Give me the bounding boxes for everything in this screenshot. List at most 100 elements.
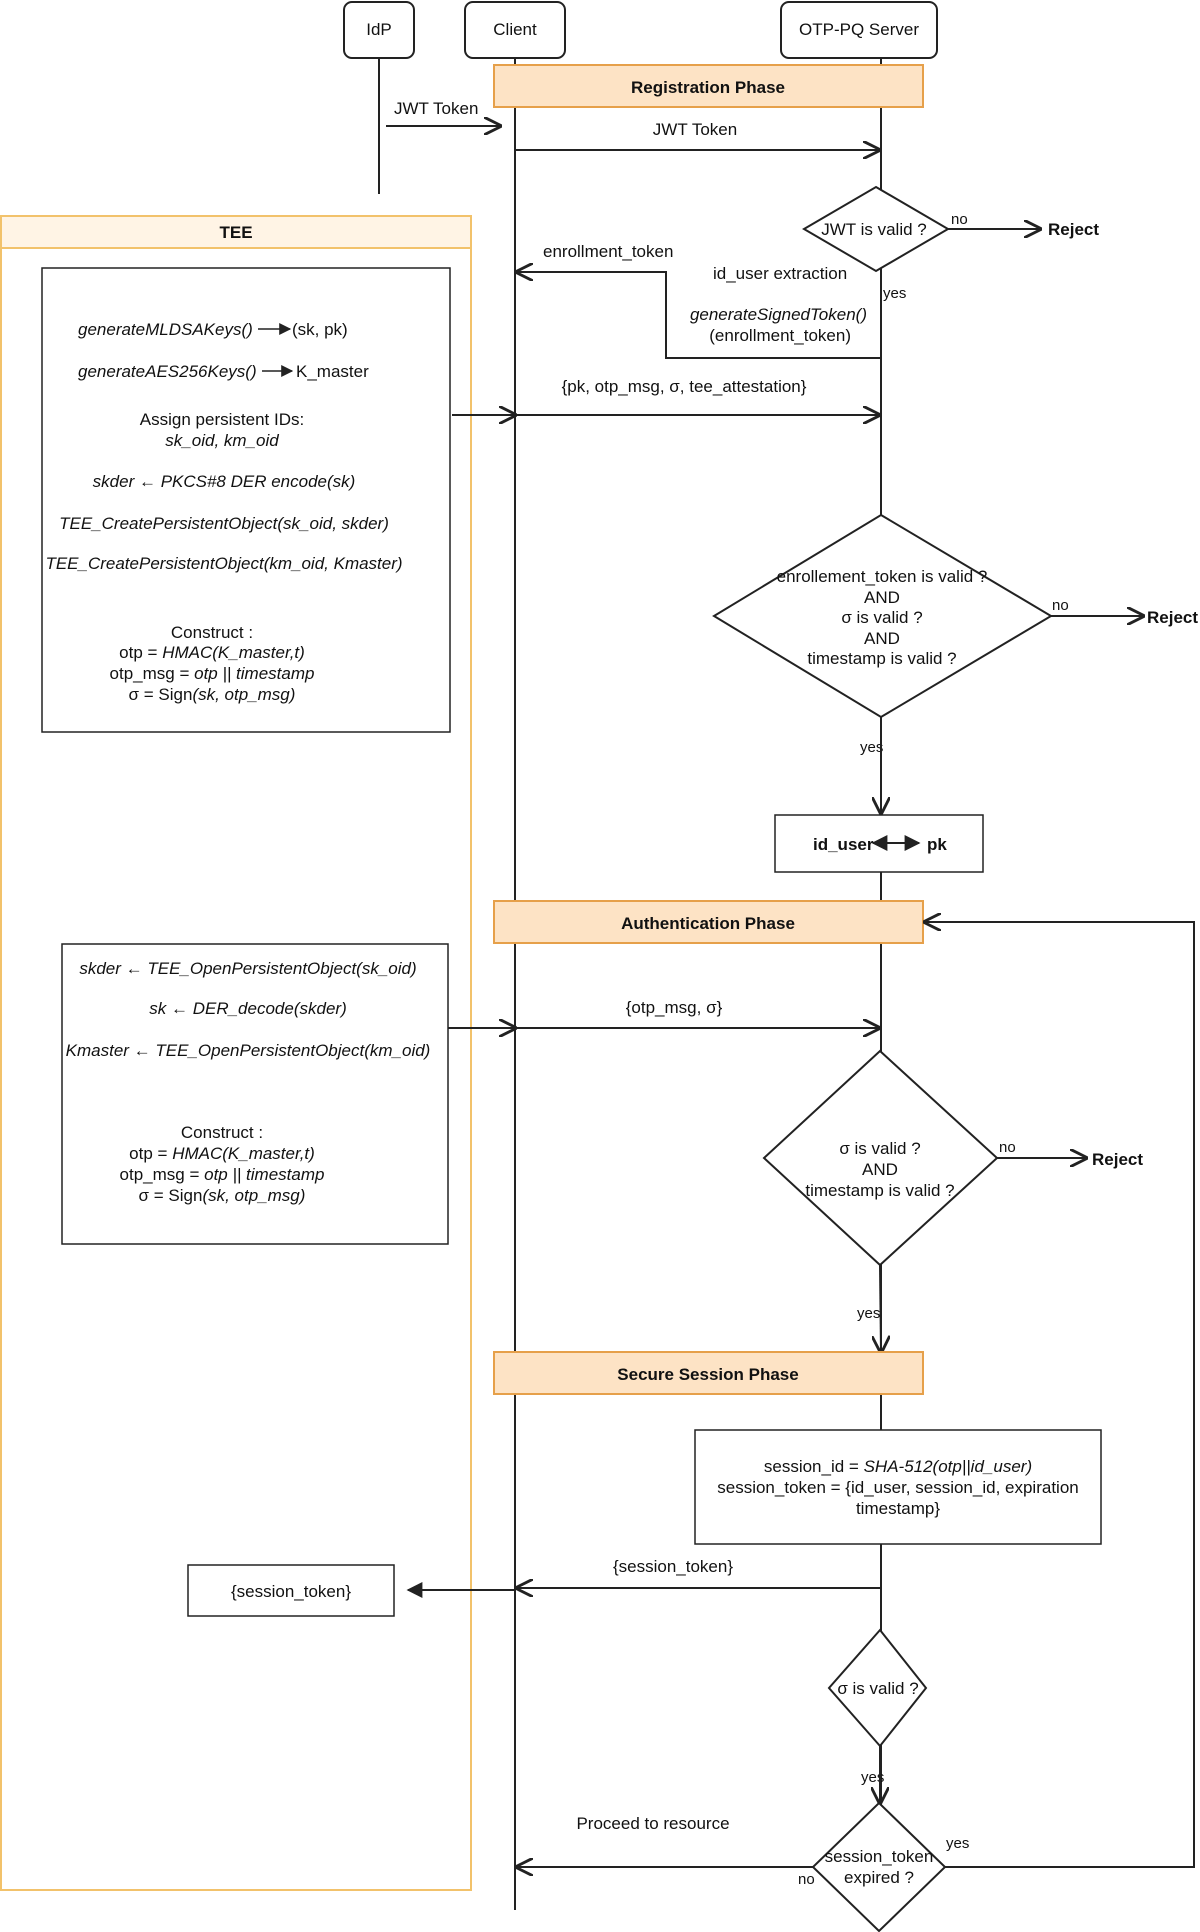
reg-check-line-3: σ is valid ? [841,608,922,627]
ids-label: sk_oid, km_oid [165,431,279,450]
auth-payload-label: {otp_msg, σ} [626,998,723,1017]
svg-text:otp = HMAC(K_master,t): otp = HMAC(K_master,t) [129,1144,315,1163]
enrollment-label: enrollment_token [543,242,673,261]
auth-yes-arrow [880,1264,881,1352]
svg-text:otp_msg = otp || timestamp: otp_msg = otp || timestamp [120,1165,325,1184]
session-expired-decision: session_token expired ? [811,1801,947,1932]
actor-client: Client [464,1,566,59]
sigma-valid-text: σ is valid ? [837,1679,918,1698]
session-id-expr: SHA-512(otp||id_user) [864,1457,1033,1476]
authentication-phase-bar: Authentication Phase [493,900,924,944]
auth-construct-label: Construct : [181,1123,263,1142]
auth-otpmsg-expr: otp || timestamp [204,1165,324,1184]
tee-title: TEE [219,223,252,242]
reg-check-line-2: AND [864,588,900,607]
jwt-valid-text: JWT is valid ? [821,220,927,239]
auth-check-line-2: AND [862,1160,898,1179]
id-user-pk-mapping-box: id_user pk [774,814,984,873]
skder-encode-label: skder ← PKCS#8 DER encode(sk) [93,472,356,491]
jwt-valid-decision: JWT is valid ? [802,185,950,273]
registration-phase-bar: Registration Phase [493,64,924,108]
reauth-loop-arrow [925,922,1195,1868]
svg-text:session_id = SHA-512(otp||id_u: session_id = SHA-512(otp||id_user) [764,1457,1032,1476]
auth-otpmsg-eq: otp_msg = [120,1165,205,1184]
auth-sigma-eq: σ = Sign [139,1186,203,1205]
create-km-label: TEE_CreatePersistentObject(km_oid, Kmast… [45,554,402,573]
auth-no-label: no [999,1139,1016,1156]
auth-check-line-1: σ is valid ? [839,1139,920,1158]
enrollment-arrow [517,272,881,359]
expired-yes-label: yes [946,1835,969,1852]
actor-client-label: Client [493,20,537,39]
session-info-box: session_id = SHA-512(otp||id_user) sessi… [694,1429,1102,1545]
mapping-id-user: id_user [813,835,874,854]
reg-no-label: no [1052,597,1069,614]
reg-reject-label: Reject [1147,608,1198,627]
svg-text:otp_msg = otp || timestamp: otp_msg = otp || timestamp [110,664,315,683]
secure-session-phase-bar: Secure Session Phase [493,1351,924,1395]
gen-aes-output: K_master [296,362,369,381]
tee-auth-box: skder ← TEE_OpenPersistentObject(sk_oid)… [61,943,449,1245]
mapping-pk: pk [927,835,947,854]
tee-session-token-label: {session_token} [231,1582,351,1601]
auth-reject-label: Reject [1092,1150,1143,1169]
reg-check-line-1: enrollement_token is valid ? [777,567,988,586]
authentication-phase-label: Authentication Phase [621,914,795,933]
gen-mldsa-output: (sk, pk) [292,320,348,339]
svg-text:otp = HMAC(K_master,t): otp = HMAC(K_master,t) [119,643,305,662]
session-expired-line-2: expired ? [844,1868,914,1887]
session-token-def-cont: timestamp} [856,1499,940,1518]
svg-text:σ = Sign(sk, otp_msg): σ = Sign(sk, otp_msg) [139,1186,306,1205]
expired-no-label: no [798,1871,815,1888]
reg-check-line-5: timestamp is valid ? [807,649,956,668]
actor-server-label: OTP-PQ Server [799,20,919,39]
session-token-def: session_token = {id_user, session_id, ex… [717,1478,1078,1497]
jwt-idp-label: JWT Token [394,99,478,118]
jwt-yes-label: yes [883,285,906,302]
svg-text:generateMLDSAKeys(): generateMLDSAKeys() [78,320,253,339]
tee-container: TEE [0,215,472,1891]
proceed-label: Proceed to resource [576,1814,729,1833]
open-km-label: Kmaster ← TEE_OpenPersistentObject(km_oi… [66,1041,431,1060]
der-decode-label: sk ← DER_decode(skder) [149,999,346,1018]
construct-label: Construct : [171,623,253,642]
auth-yes-label: yes [857,1305,880,1322]
reg-check-line-4: AND [864,629,900,648]
otpmsg-eq: otp_msg = [110,664,195,683]
gen-aes-call: generateAES256Keys() [78,362,257,381]
auth-check-decision: σ is valid ? AND timestamp is valid ? [762,1049,999,1267]
auth-otp-expr: HMAC(K_master,t) [172,1144,315,1163]
create-sk-label: TEE_CreatePersistentObject(sk_oid, skder… [59,514,389,533]
gen-signed-arg-label: (enrollment_token) [709,326,851,345]
otp-expr: HMAC(K_master,t) [162,643,305,662]
assign-ids-label: Assign persistent IDs: [140,410,304,429]
reg-yes-label: yes [860,739,883,756]
sigma-expr: (sk, otp_msg) [192,685,295,704]
svg-text:σ = Sign(sk, otp_msg): σ = Sign(sk, otp_msg) [129,685,296,704]
id-user-extraction-label: id_user extraction [713,264,847,283]
reg-payload-label: {pk, otp_msg, σ, tee_attestation} [562,377,807,396]
sigma-valid-decision: σ is valid ? [827,1628,928,1748]
gen-signed-label: generateSignedToken() [690,305,867,324]
sigma-eq: σ = Sign [129,685,193,704]
actor-idp-label: IdP [366,20,392,39]
jwt-client-label: JWT Token [653,120,737,139]
auth-check-line-3: timestamp is valid ? [805,1181,954,1200]
session-id-eq: session_id = [764,1457,864,1476]
tee-session-token-box: {session_token} [187,1564,395,1617]
tee-registration-box: generateMLDSAKeys() (sk, pk) generateAES… [41,267,451,733]
open-sk-label: skder ← TEE_OpenPersistentObject(sk_oid) [79,959,416,978]
jwt-no-label: no [951,211,968,228]
actor-idp: IdP [343,1,415,59]
gen-mldsa-call: generateMLDSAKeys() [78,320,253,339]
session-token-msg-label: {session_token} [613,1557,733,1576]
jwt-reject-label: Reject [1048,220,1099,239]
actor-server: OTP-PQ Server [780,1,938,59]
registration-phase-label: Registration Phase [631,78,785,97]
sigma-yes-label: yes [861,1769,884,1786]
auth-sigma-expr: (sk, otp_msg) [202,1186,305,1205]
otpmsg-expr: otp || timestamp [194,664,314,683]
registration-check-decision: enrollement_token is valid ? AND σ is va… [712,513,1053,719]
session-expired-line-1: session_token [825,1847,934,1866]
